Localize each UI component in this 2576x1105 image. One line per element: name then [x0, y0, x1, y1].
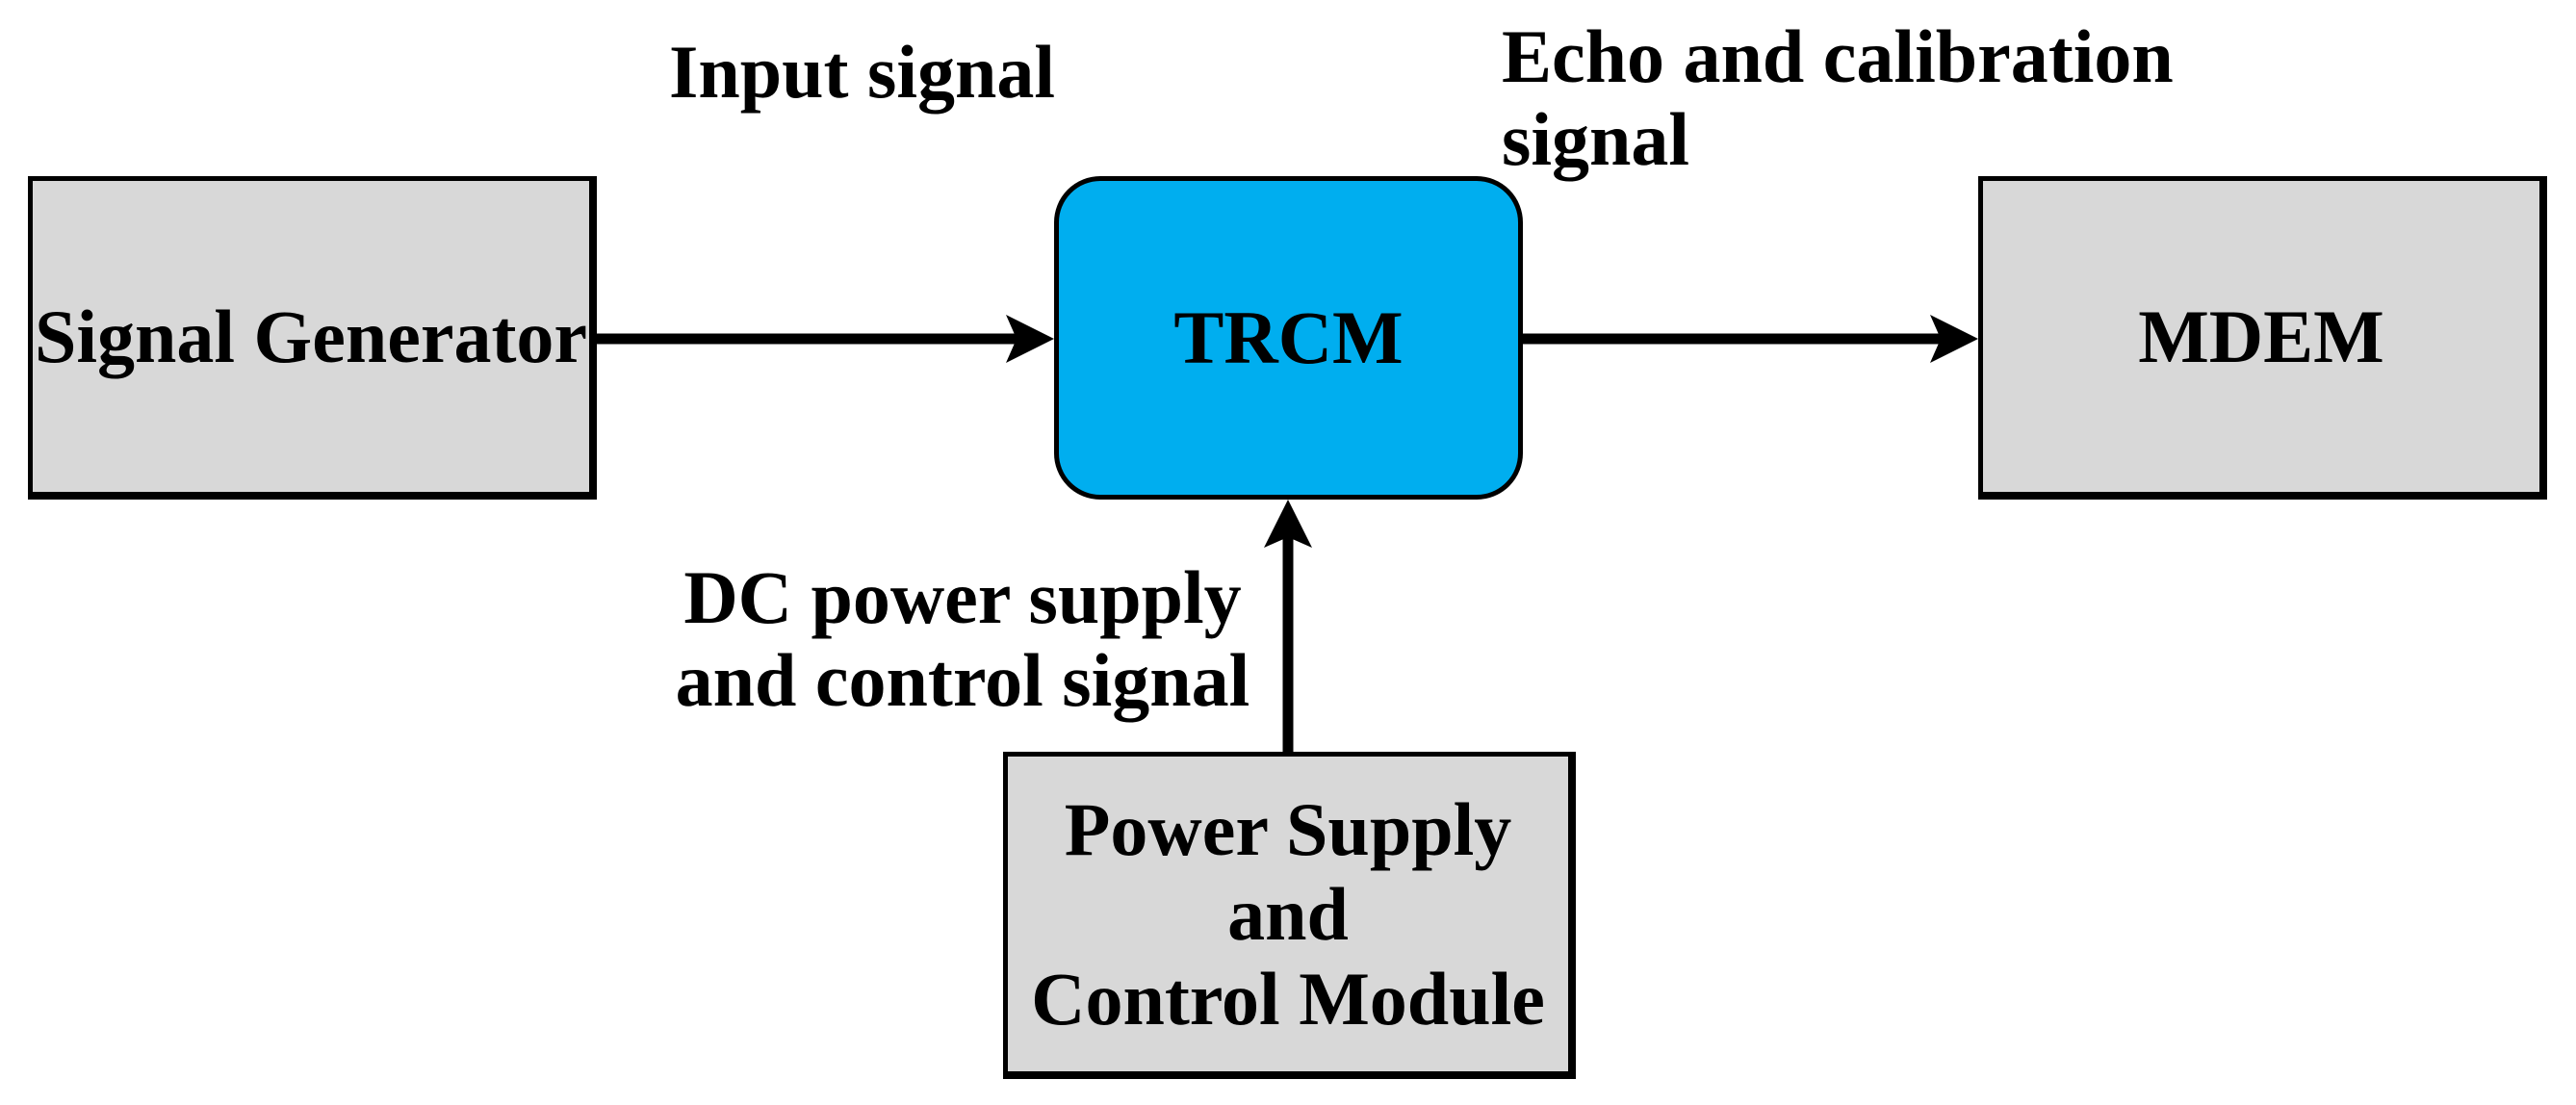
node-trcm-label: TRCM [1173, 296, 1404, 379]
arrow-echo-signal [1523, 315, 1978, 363]
node-signal-generator: Signal Generator [28, 176, 597, 500]
node-trcm: TRCM [1054, 176, 1523, 500]
edge-label-echo-calibration-signal: Echo and calibration signal [1502, 14, 2174, 181]
node-power-supply-control-module: Power Supply and Control Module [1003, 752, 1576, 1079]
arrow-input-signal [597, 315, 1054, 363]
edge-label-input-signal: Input signal [669, 30, 1056, 114]
node-power-supply-control-module-label: Power Supply and Control Module [1031, 786, 1545, 1041]
node-mdem: MDEM [1978, 176, 2547, 500]
edge-label-dc-power-control-signal: DC power supply and control signal [675, 555, 1250, 722]
node-mdem-label: MDEM [2138, 294, 2384, 378]
node-signal-generator-label: Signal Generator [34, 294, 588, 378]
